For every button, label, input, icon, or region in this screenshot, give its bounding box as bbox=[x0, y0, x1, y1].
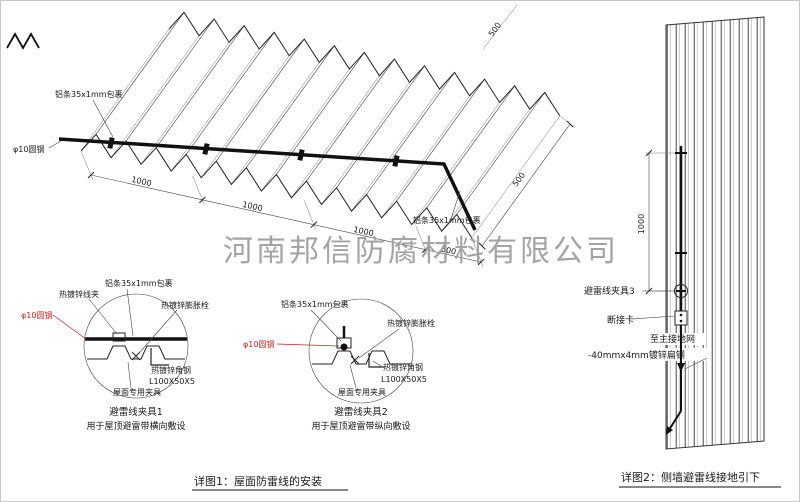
disconnect-bolt bbox=[679, 319, 683, 323]
label-aluminum-strip-right: 铝条35x1mm包裹 bbox=[413, 215, 481, 225]
label-aluminum-strip: 铝条35x1mm包裹 bbox=[281, 299, 349, 309]
label-disconnect: 断接卡 bbox=[607, 314, 634, 326]
label-mask bbox=[585, 348, 709, 361]
leader-line bbox=[450, 190, 461, 220]
disconnect-link bbox=[674, 310, 688, 326]
label-clamp3: 避雷线夹具3 bbox=[584, 285, 635, 297]
detail2-title: 避雷线夹具2 bbox=[334, 406, 388, 418]
roof-isometric-view: 铝条35x1mm包裹 φ10圆钢 铝条35x1mm包裹 1000 1000 10… bbox=[13, 4, 576, 268]
dim-ticks bbox=[478, 120, 574, 250]
dim-ticks bbox=[87, 171, 485, 266]
disconnect-bolt bbox=[679, 313, 683, 317]
leader-line bbox=[684, 357, 708, 370]
corner-sheet-profile-symbol bbox=[6, 32, 40, 50]
side-wall-view: 1000 避雷线夹具3 断接卡 至主接地网 -40mmx4mm镀锌扁钢 bbox=[584, 16, 765, 450]
angle-steel bbox=[150, 348, 169, 366]
leader-line bbox=[358, 328, 400, 359]
label-aluminum-strip: 铝条35x1mm包裹 bbox=[105, 278, 173, 288]
leader-line bbox=[127, 361, 132, 389]
lightning-wire bbox=[58, 137, 477, 231]
label-round-steel: φ10圆钢 bbox=[13, 144, 44, 154]
detail-view-1: 热镀锌线夹 铝条35x1mm包裹 热镀锌膨胀栓 φ10圆钢 热镀锌角钢 L100… bbox=[21, 278, 209, 432]
dim-label: 500 bbox=[487, 21, 503, 39]
leader-line bbox=[155, 364, 160, 369]
sheet-profile bbox=[312, 350, 410, 365]
dim-extension-lines bbox=[80, 150, 484, 268]
clamp3-marker bbox=[674, 284, 688, 298]
ground-arrowhead bbox=[666, 426, 673, 435]
label-flat-steel: -40mmx4mm镀锌扁钢 bbox=[588, 349, 685, 361]
caption-detail1: 详图1：屋面防雷线的安装 bbox=[194, 474, 322, 488]
label-galv-clip: 热镀锌线夹 bbox=[59, 289, 99, 299]
dim-label: 1000 bbox=[131, 175, 153, 188]
dim-line-right bbox=[481, 123, 571, 247]
label-roof-fixture: 屋面专用夹具 bbox=[113, 387, 161, 397]
label-expansion-bolt: 热镀锌膨胀栓 bbox=[387, 318, 435, 328]
roof-front-edge-profile bbox=[80, 133, 473, 239]
label-expansion-bolt: 热镀锌膨胀栓 bbox=[161, 300, 209, 310]
roof-ridge-lines bbox=[95, 12, 545, 215]
bolt-cross bbox=[131, 351, 141, 361]
captions: 详图1：屋面防雷线的安装 详图2：侧墙避雷线接地引下 bbox=[192, 470, 781, 491]
label-roof-fixture: 屋面专用夹具 bbox=[338, 387, 386, 397]
leader-line bbox=[372, 360, 382, 367]
leader-line bbox=[349, 364, 357, 389]
leader-line bbox=[48, 140, 62, 149]
dim-label: 1000 bbox=[242, 200, 264, 213]
leader-line bbox=[632, 315, 676, 320]
detail1-subtitle: 用于屋顶避雷带横向敷设 bbox=[86, 420, 185, 432]
detail-circle bbox=[83, 293, 189, 399]
label-angle-size: L100X50X5 bbox=[381, 375, 427, 384]
leader-line bbox=[92, 99, 114, 138]
label-angle-steel: 热镀锌角钢 bbox=[383, 362, 423, 372]
dim-line-bottom bbox=[90, 174, 482, 263]
detail1-title: 避雷线夹具1 bbox=[109, 406, 163, 418]
dim-label: 500 bbox=[511, 171, 527, 189]
dim-extension-lines bbox=[471, 115, 576, 251]
lightning-wire-section-dot bbox=[340, 343, 348, 351]
sheet-profile bbox=[87, 345, 185, 360]
dim-label: 500 bbox=[440, 245, 457, 257]
detail2-subtitle: 用于屋顶避雷带纵向敷设 bbox=[311, 420, 410, 432]
detail-view-2: 铝条35x1mm包裹 热镀锌膨胀栓 φ10圆钢 热镀锌角钢 L100X50X5 … bbox=[243, 298, 435, 432]
leader-line bbox=[276, 343, 340, 347]
wire-clamp bbox=[392, 155, 400, 167]
dim-label: 1000 bbox=[637, 214, 646, 234]
bolt-cross bbox=[350, 355, 360, 365]
label-to-ground: 至主接地网 bbox=[650, 333, 695, 345]
watermark-text: 河南邦信防腐材料有限公司 bbox=[223, 234, 619, 269]
leader-line bbox=[310, 309, 342, 342]
roof-back-edge-profile bbox=[168, 11, 561, 117]
label-round-steel: φ10圆钢 bbox=[21, 310, 52, 320]
dim-line-top-right bbox=[482, 4, 518, 50]
wire-clamp bbox=[202, 143, 210, 155]
label-angle-size: L100X50X5 bbox=[149, 377, 195, 386]
label-round-steel: φ10圆钢 bbox=[243, 339, 274, 349]
dim-label: 1000 bbox=[353, 225, 375, 238]
leader-line bbox=[88, 298, 118, 335]
leader-line bbox=[52, 314, 87, 340]
leader-line bbox=[139, 309, 178, 353]
wire-clamp bbox=[297, 149, 305, 161]
label-mask bbox=[647, 333, 705, 345]
down-arrow bbox=[677, 363, 685, 372]
caption-detail2: 详图2：侧墙避雷线接地引下 bbox=[621, 470, 760, 484]
angle-steel bbox=[368, 353, 385, 368]
leader-line bbox=[126, 288, 134, 337]
roof-valley-lines bbox=[80, 28, 561, 238]
wire-clamp bbox=[107, 137, 115, 149]
label-aluminum-strip-top: 铝条35x1mm包裹 bbox=[55, 89, 123, 99]
detail-circle bbox=[308, 298, 414, 404]
wire-clip bbox=[112, 332, 126, 342]
label-angle-steel: 热镀锌角钢 bbox=[151, 365, 191, 375]
